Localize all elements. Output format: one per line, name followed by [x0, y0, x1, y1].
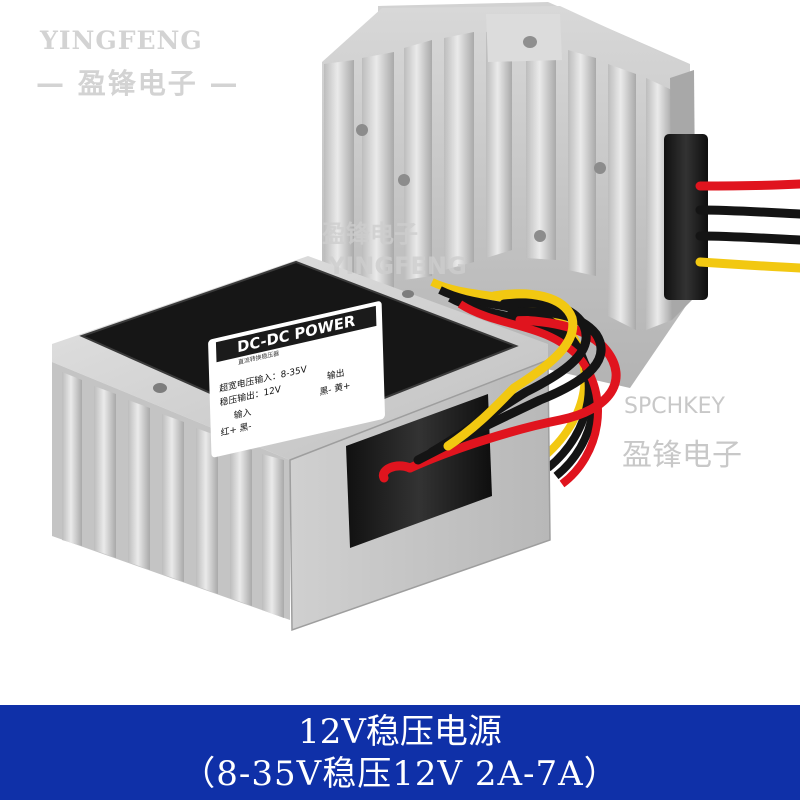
back-mount-hole	[523, 36, 537, 48]
front-wires	[378, 289, 621, 483]
brand-watermark: YINGFENG	[40, 26, 203, 55]
caption-banner: 12V稳压电源 （8-35V稳压12V 2A-7A）	[0, 705, 800, 800]
back-mount-tab	[486, 14, 562, 62]
caption-spec: （8-35V稳压12V 2A-7A）	[181, 754, 619, 794]
caption-title: 12V稳压电源	[298, 712, 502, 752]
back-wires	[695, 179, 800, 273]
watermark-en-center: YINGFENG	[328, 252, 467, 280]
back-cable-gasket	[664, 134, 708, 300]
watermark-cn-right: 盈锋电子	[622, 438, 742, 473]
label-output-voltage: 12V	[263, 384, 281, 399]
converter-back	[322, 2, 800, 388]
label-input-range: 8-35V	[280, 364, 307, 381]
label-input-wires: 红+ 黑-	[220, 421, 252, 439]
front-heatsink-fins	[52, 362, 290, 620]
watermark-cn-center: 盈锋电子	[322, 220, 418, 248]
brand-subtitle-watermark: — 盈锋电子 —	[36, 67, 240, 100]
label-output-wires: 黑- 黄+	[319, 381, 351, 399]
watermark-en-right: SPCHKEY	[624, 394, 725, 419]
front-mount-hole	[153, 383, 167, 393]
